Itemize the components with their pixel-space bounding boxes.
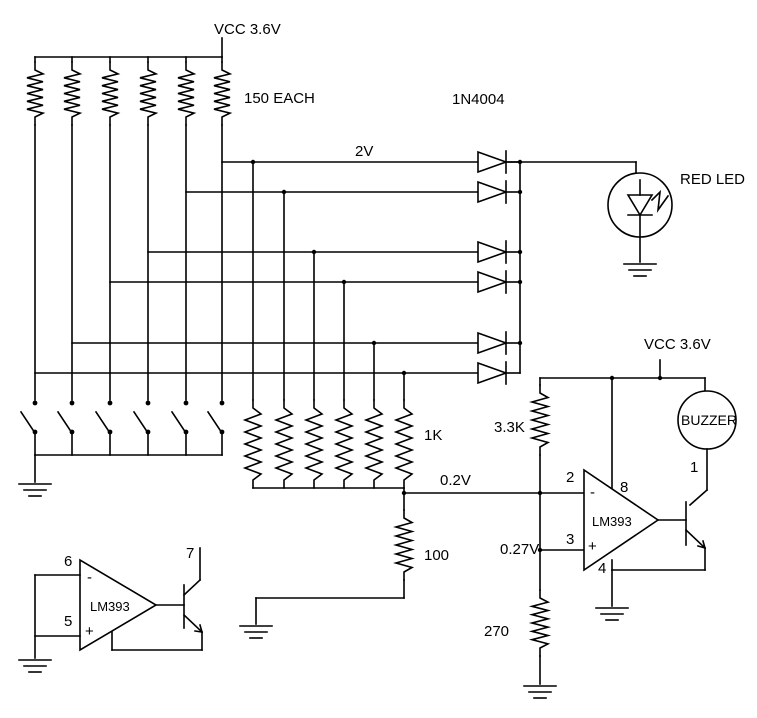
resistor-150-1 — [26, 61, 46, 126]
junction-13 — [517, 189, 523, 195]
junction-6 — [401, 370, 407, 376]
pin-3-label: 3 — [566, 531, 574, 548]
voltage-2v-label: 2V — [355, 143, 373, 160]
sense-drop-wires — [252, 161, 405, 401]
resistor-1k-3 — [303, 399, 325, 489]
divider-wires — [539, 454, 585, 591]
switch-4 — [132, 400, 151, 456]
resistor-270-label: 270 — [484, 623, 509, 640]
junction-8 — [537, 490, 543, 496]
pin-6-label: 6 — [64, 553, 72, 570]
pin-5-label: 5 — [64, 613, 72, 630]
lm393-small — [18, 547, 204, 673]
pin-2-label: 2 — [566, 469, 574, 486]
switch-bank — [19, 400, 225, 456]
buzzer — [677, 390, 737, 507]
top-supply-rail — [34, 37, 223, 58]
vcc-right-label: VCC 3.6V — [644, 336, 711, 353]
lm393-main — [583, 468, 707, 621]
lm393-small-plus: + — [85, 623, 94, 640]
diode-array — [477, 150, 521, 385]
junction-4 — [341, 279, 347, 285]
diode-5 — [477, 331, 521, 355]
switch-3 — [94, 400, 113, 456]
diode-3 — [477, 240, 521, 264]
switch-ground — [18, 454, 223, 497]
junction-3 — [311, 249, 317, 255]
resistors-150-label: 150 EACH — [244, 90, 315, 107]
led-ground — [623, 263, 657, 277]
sense-bus — [252, 487, 585, 511]
switch-5 — [170, 400, 189, 456]
resistor-3.3k-body — [529, 384, 551, 456]
resistor-1k-2 — [273, 399, 295, 489]
pin-1-label: 1 — [690, 459, 698, 476]
resistor-1k-5 — [363, 399, 385, 489]
lm393-small-minus: - — [87, 569, 92, 586]
vcc-top-label: VCC 3.6V — [214, 21, 281, 38]
resistor-3.3k — [529, 384, 551, 456]
resistor-1k-6 — [393, 399, 415, 489]
diode-feed-wires — [34, 161, 479, 374]
resistor-150-6 — [213, 61, 233, 126]
resistor-100 — [393, 509, 415, 581]
diode-2 — [477, 180, 521, 204]
pin-7-label: 7 — [186, 545, 194, 562]
switch-2 — [56, 400, 75, 456]
voltage-0.2v-label: 0.2V — [440, 472, 471, 489]
resistor-150-4 — [139, 61, 159, 126]
resistors-1k-label: 1K — [424, 427, 442, 444]
resistor-270-body — [528, 589, 552, 657]
right-supply-rail — [539, 359, 706, 489]
r100-ground — [239, 579, 405, 639]
resistor-270 — [528, 589, 552, 657]
junction-15 — [517, 279, 523, 285]
resistor-150-3 — [101, 61, 121, 126]
red-led — [607, 172, 673, 263]
junction-10 — [609, 375, 615, 381]
junction-9 — [537, 547, 543, 553]
junction-14 — [517, 249, 523, 255]
switch-6 — [206, 400, 225, 456]
junction-11 — [657, 375, 663, 381]
resistor-100-label: 100 — [424, 547, 449, 564]
junction-16 — [517, 340, 523, 346]
resistor-150-2 — [63, 61, 83, 126]
resistor-1k-1 — [242, 399, 264, 489]
resistor-bank-150 — [26, 56, 233, 126]
junction-7 — [401, 490, 407, 496]
resistor-150-5 — [177, 61, 197, 126]
led-label: RED LED — [680, 171, 745, 188]
junction-dots — [250, 159, 663, 553]
r270-ground — [523, 655, 557, 699]
lm393-main-label: LM393 — [592, 514, 632, 529]
diode-6 — [477, 361, 521, 385]
switch-1 — [19, 400, 38, 456]
column-wires — [34, 124, 223, 401]
diode-part-label: 1N4004 — [452, 91, 505, 108]
resistor-bank-1k — [242, 399, 415, 489]
resistor-1k-4 — [333, 399, 355, 489]
junction-2 — [281, 189, 287, 195]
buzzer-label: BUZZER — [681, 412, 737, 428]
junction-12 — [517, 159, 523, 165]
lm393-main-plus: + — [588, 538, 597, 555]
pin-8-label: 8 — [620, 479, 628, 496]
lm393-small-label: LM393 — [90, 599, 130, 614]
resistor-100-body — [393, 509, 415, 581]
junction-1 — [250, 159, 256, 165]
lm393-main-minus: - — [590, 484, 595, 501]
diode-4 — [477, 270, 521, 294]
voltage-0.27v-label: 0.27V — [500, 541, 539, 558]
resistor-3.3k-label: 3.3K — [494, 419, 525, 436]
pin-4-label: 4 — [598, 560, 606, 577]
junction-5 — [371, 340, 377, 346]
